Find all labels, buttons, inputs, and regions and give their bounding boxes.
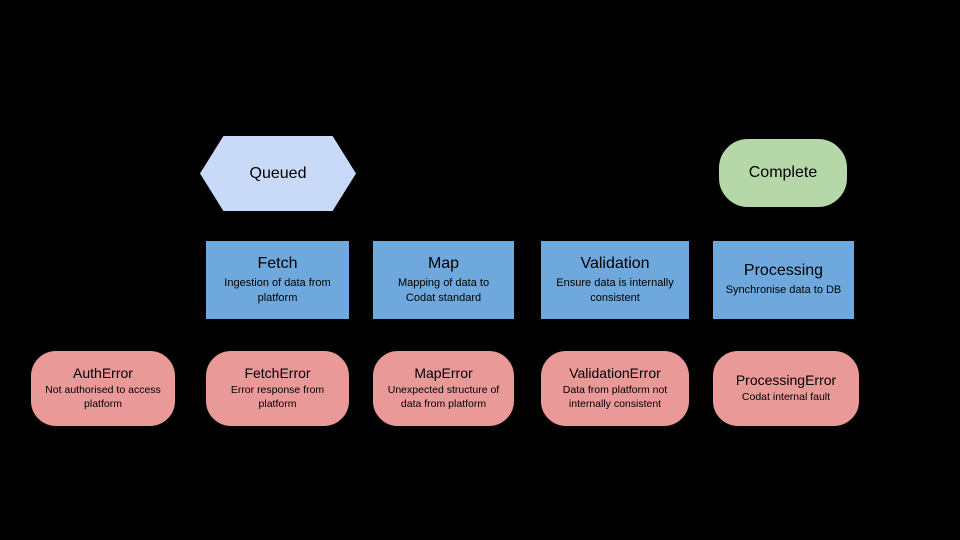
stage-map-title: Map	[427, 255, 460, 273]
error-processing: ProcessingError Codat internal fault	[712, 350, 860, 427]
state-queued: Queued	[200, 136, 356, 211]
error-auth-subtitle: Not authorised to access platform	[45, 384, 161, 410]
stage-validation: Validation Ensure data is internally con…	[540, 240, 690, 320]
error-processing-subtitle: Codat internal fault	[741, 391, 831, 404]
error-map-subtitle: Unexpected structure of data from platfo…	[387, 384, 500, 410]
error-processing-title: ProcessingError	[735, 372, 837, 389]
stage-fetch: Fetch Ingestion of data from platform	[205, 240, 350, 320]
stage-fetch-subtitle: Ingestion of data from platform	[224, 277, 331, 304]
stage-processing-title: Processing	[743, 262, 824, 280]
error-validation: ValidationError Data from platform not i…	[540, 350, 690, 427]
stage-processing-subtitle: Synchronise data to DB	[725, 284, 842, 297]
state-complete: Complete	[718, 138, 848, 208]
state-queued-label: Queued	[249, 164, 307, 182]
stage-fetch-title: Fetch	[257, 255, 298, 273]
state-complete-label: Complete	[748, 164, 818, 181]
stage-map-subtitle: Mapping of data to Codat standard	[397, 277, 490, 304]
error-validation-subtitle: Data from platform not internally consis…	[562, 384, 668, 410]
error-map: MapError Unexpected structure of data fr…	[372, 350, 515, 427]
error-fetch-title: FetchError	[244, 365, 311, 382]
error-map-title: MapError	[414, 365, 473, 382]
stage-map: Map Mapping of data to Codat standard	[372, 240, 515, 320]
stage-validation-title: Validation	[580, 255, 650, 273]
stage-validation-subtitle: Ensure data is internally consistent	[556, 277, 674, 304]
error-validation-title: ValidationError	[569, 365, 661, 382]
error-fetch: FetchError Error response from platform	[205, 350, 350, 427]
error-auth: AuthError Not authorised to access platf…	[30, 350, 176, 427]
stage-processing: Processing Synchronise data to DB	[712, 240, 855, 320]
error-auth-title: AuthError	[73, 365, 133, 382]
error-fetch-subtitle: Error response from platform	[230, 384, 325, 410]
